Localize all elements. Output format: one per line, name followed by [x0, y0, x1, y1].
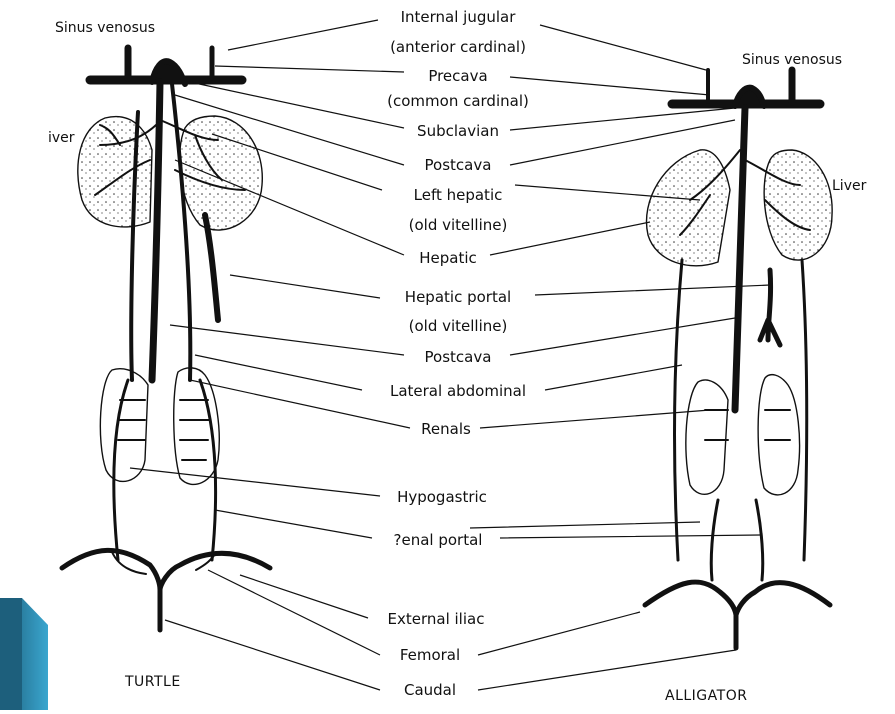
- label-hypogastric: Hypogastric: [397, 488, 487, 506]
- label-liver-left: iver: [48, 130, 75, 146]
- label-sinus-venosus-left: Sinus venosus: [55, 20, 155, 36]
- turtle-hepatic-portal: [205, 215, 218, 320]
- label-lateral-abdominal: Lateral abdominal: [390, 382, 526, 400]
- label-postcava-upper: Postcava: [425, 156, 492, 174]
- turtle-figure: [62, 48, 270, 630]
- label-hepatic-portal: Hepatic portal: [405, 288, 511, 306]
- label-external-iliac: External iliac: [388, 610, 485, 628]
- label-old-vitelline-2: (old vitelline): [409, 317, 508, 335]
- alligator-hepatic-portal: [760, 270, 780, 345]
- label-old-vitelline-1: (old vitelline): [409, 216, 508, 234]
- label-internal-jugular: Internal jugular: [401, 8, 517, 26]
- label-renals: Renals: [421, 420, 471, 438]
- label-left-hepatic: Left hepatic: [414, 186, 503, 204]
- label-sinus-venosus-right: Sinus venosus: [742, 52, 842, 68]
- alligator-kidney-right: [758, 375, 799, 495]
- label-postcava-lower: Postcava: [425, 348, 492, 366]
- alligator-kidney-left: [686, 380, 728, 494]
- label-liver-right: Liver: [832, 178, 867, 194]
- label-subclavian: Subclavian: [417, 122, 499, 140]
- label-anterior-cardinal: (anterior cardinal): [390, 38, 526, 56]
- alligator-liver-right-lobe: [764, 150, 832, 260]
- label-precava: Precava: [428, 67, 487, 85]
- label-caudal: Caudal: [404, 681, 456, 699]
- alligator-iliac-arc: [645, 582, 830, 615]
- alligator-lateral-abdominal-right: [802, 260, 807, 560]
- alligator-renal-portal-left: [711, 500, 718, 580]
- alligator-figure: [645, 70, 832, 648]
- label-alligator: ALLIGATOR: [665, 688, 747, 704]
- label-turtle: TURTLE: [124, 674, 181, 690]
- slide-decoration: [0, 598, 48, 710]
- label-hepatic: Hepatic: [419, 249, 477, 267]
- turtle-kidney-left: [100, 369, 148, 482]
- label-renal-portal: ?enal portal: [394, 531, 483, 549]
- turtle-liver-left-lobe: [78, 117, 152, 227]
- turtle-renal-portal-right: [200, 380, 216, 560]
- turtle-iliac-arc: [62, 550, 270, 590]
- alligator-sinus-venosus: [735, 88, 764, 106]
- alligator-lateral-abdominal-left: [675, 260, 682, 560]
- alligator-renal-portal-right: [756, 500, 763, 580]
- turtle-renal-portal-left: [114, 380, 128, 560]
- label-common-cardinal: (common cardinal): [387, 92, 529, 110]
- label-femoral: Femoral: [400, 646, 460, 664]
- alligator-liver-left-lobe: [647, 150, 730, 266]
